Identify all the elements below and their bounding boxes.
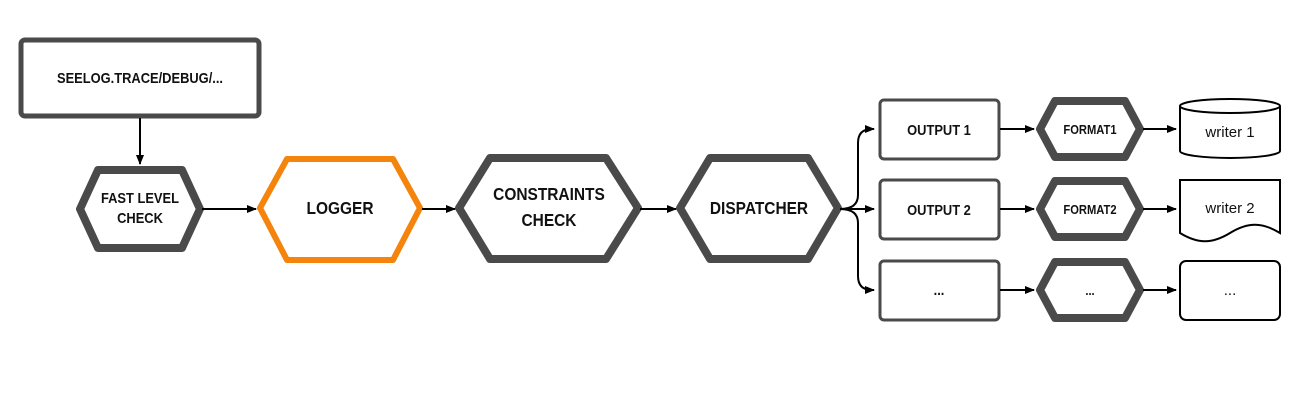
output-2-box — [878, 178, 1001, 241]
format-3-label: ... — [1085, 283, 1094, 298]
logger-node — [257, 156, 423, 263]
database-icon — [1179, 98, 1281, 159]
constraints-check-label: CHECK — [522, 210, 577, 230]
output-2-label: OUTPUT 2 — [907, 201, 971, 218]
dispatcher-node — [676, 154, 842, 263]
fast-level-check-label: FAST LEVEL — [101, 189, 179, 206]
format-2-node — [1036, 177, 1144, 241]
format-1-node — [1036, 97, 1144, 161]
document-icon — [1179, 179, 1281, 243]
fast-level-check-node — [76, 166, 204, 252]
output-1-label: OUTPUT 1 — [907, 121, 971, 138]
output-3-box — [878, 259, 1001, 322]
writer-2-label: writer 2 — [1204, 200, 1254, 217]
format-3-node — [1036, 258, 1144, 322]
source-box — [18, 37, 262, 119]
writer-1-label: writer 1 — [1204, 124, 1254, 141]
writer-3-box — [1179, 260, 1281, 321]
dispatcher-label: DISPATCHER — [710, 198, 808, 218]
output-1-box — [878, 98, 1001, 161]
format-2-label: FORMAT2 — [1063, 202, 1116, 217]
format-1-label: FORMAT1 — [1063, 122, 1116, 137]
constraints-check-node — [455, 154, 642, 263]
output-3-label: ... — [934, 281, 945, 298]
arrow-dispatcher-to-output-1 — [839, 125, 875, 210]
source-label: SEELOG.TRACE/DEBUG/... — [57, 69, 223, 86]
fast-level-check-label: CHECK — [117, 209, 163, 226]
logger-label: LOGGER — [307, 198, 374, 218]
writer-3-label: ... — [1224, 282, 1237, 299]
arrow-dispatcher-to-output-3 — [839, 208, 875, 294]
constraints-check-label: CONSTRAINTS — [493, 184, 605, 204]
